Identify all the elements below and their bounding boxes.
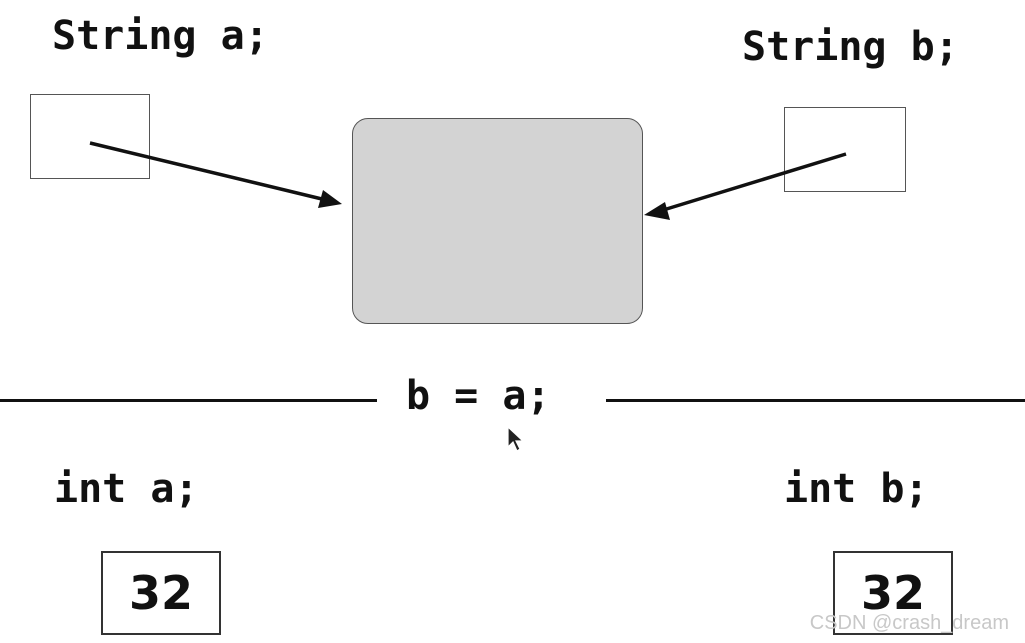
reference-box-a bbox=[30, 94, 150, 179]
string-a-declaration: String a; bbox=[52, 13, 269, 59]
assignment-statement: b = a; bbox=[406, 373, 551, 419]
divider-line-left bbox=[0, 399, 377, 402]
arrow-b-to-object bbox=[644, 152, 847, 220]
int-b-declaration: int b; bbox=[784, 466, 929, 512]
arrow-a-to-object bbox=[89, 141, 342, 208]
int-b-value-box: 32 bbox=[833, 551, 953, 635]
reference-box-b bbox=[784, 107, 906, 192]
int-a-declaration: int a; bbox=[54, 466, 199, 512]
divider-line-right bbox=[606, 399, 1025, 402]
mouse-cursor-icon bbox=[507, 425, 525, 452]
int-a-value-box: 32 bbox=[101, 551, 221, 635]
shared-string-object bbox=[352, 118, 643, 324]
watermark: CSDN @crash_dream bbox=[809, 612, 1009, 634]
string-b-declaration: String b; bbox=[742, 24, 959, 70]
